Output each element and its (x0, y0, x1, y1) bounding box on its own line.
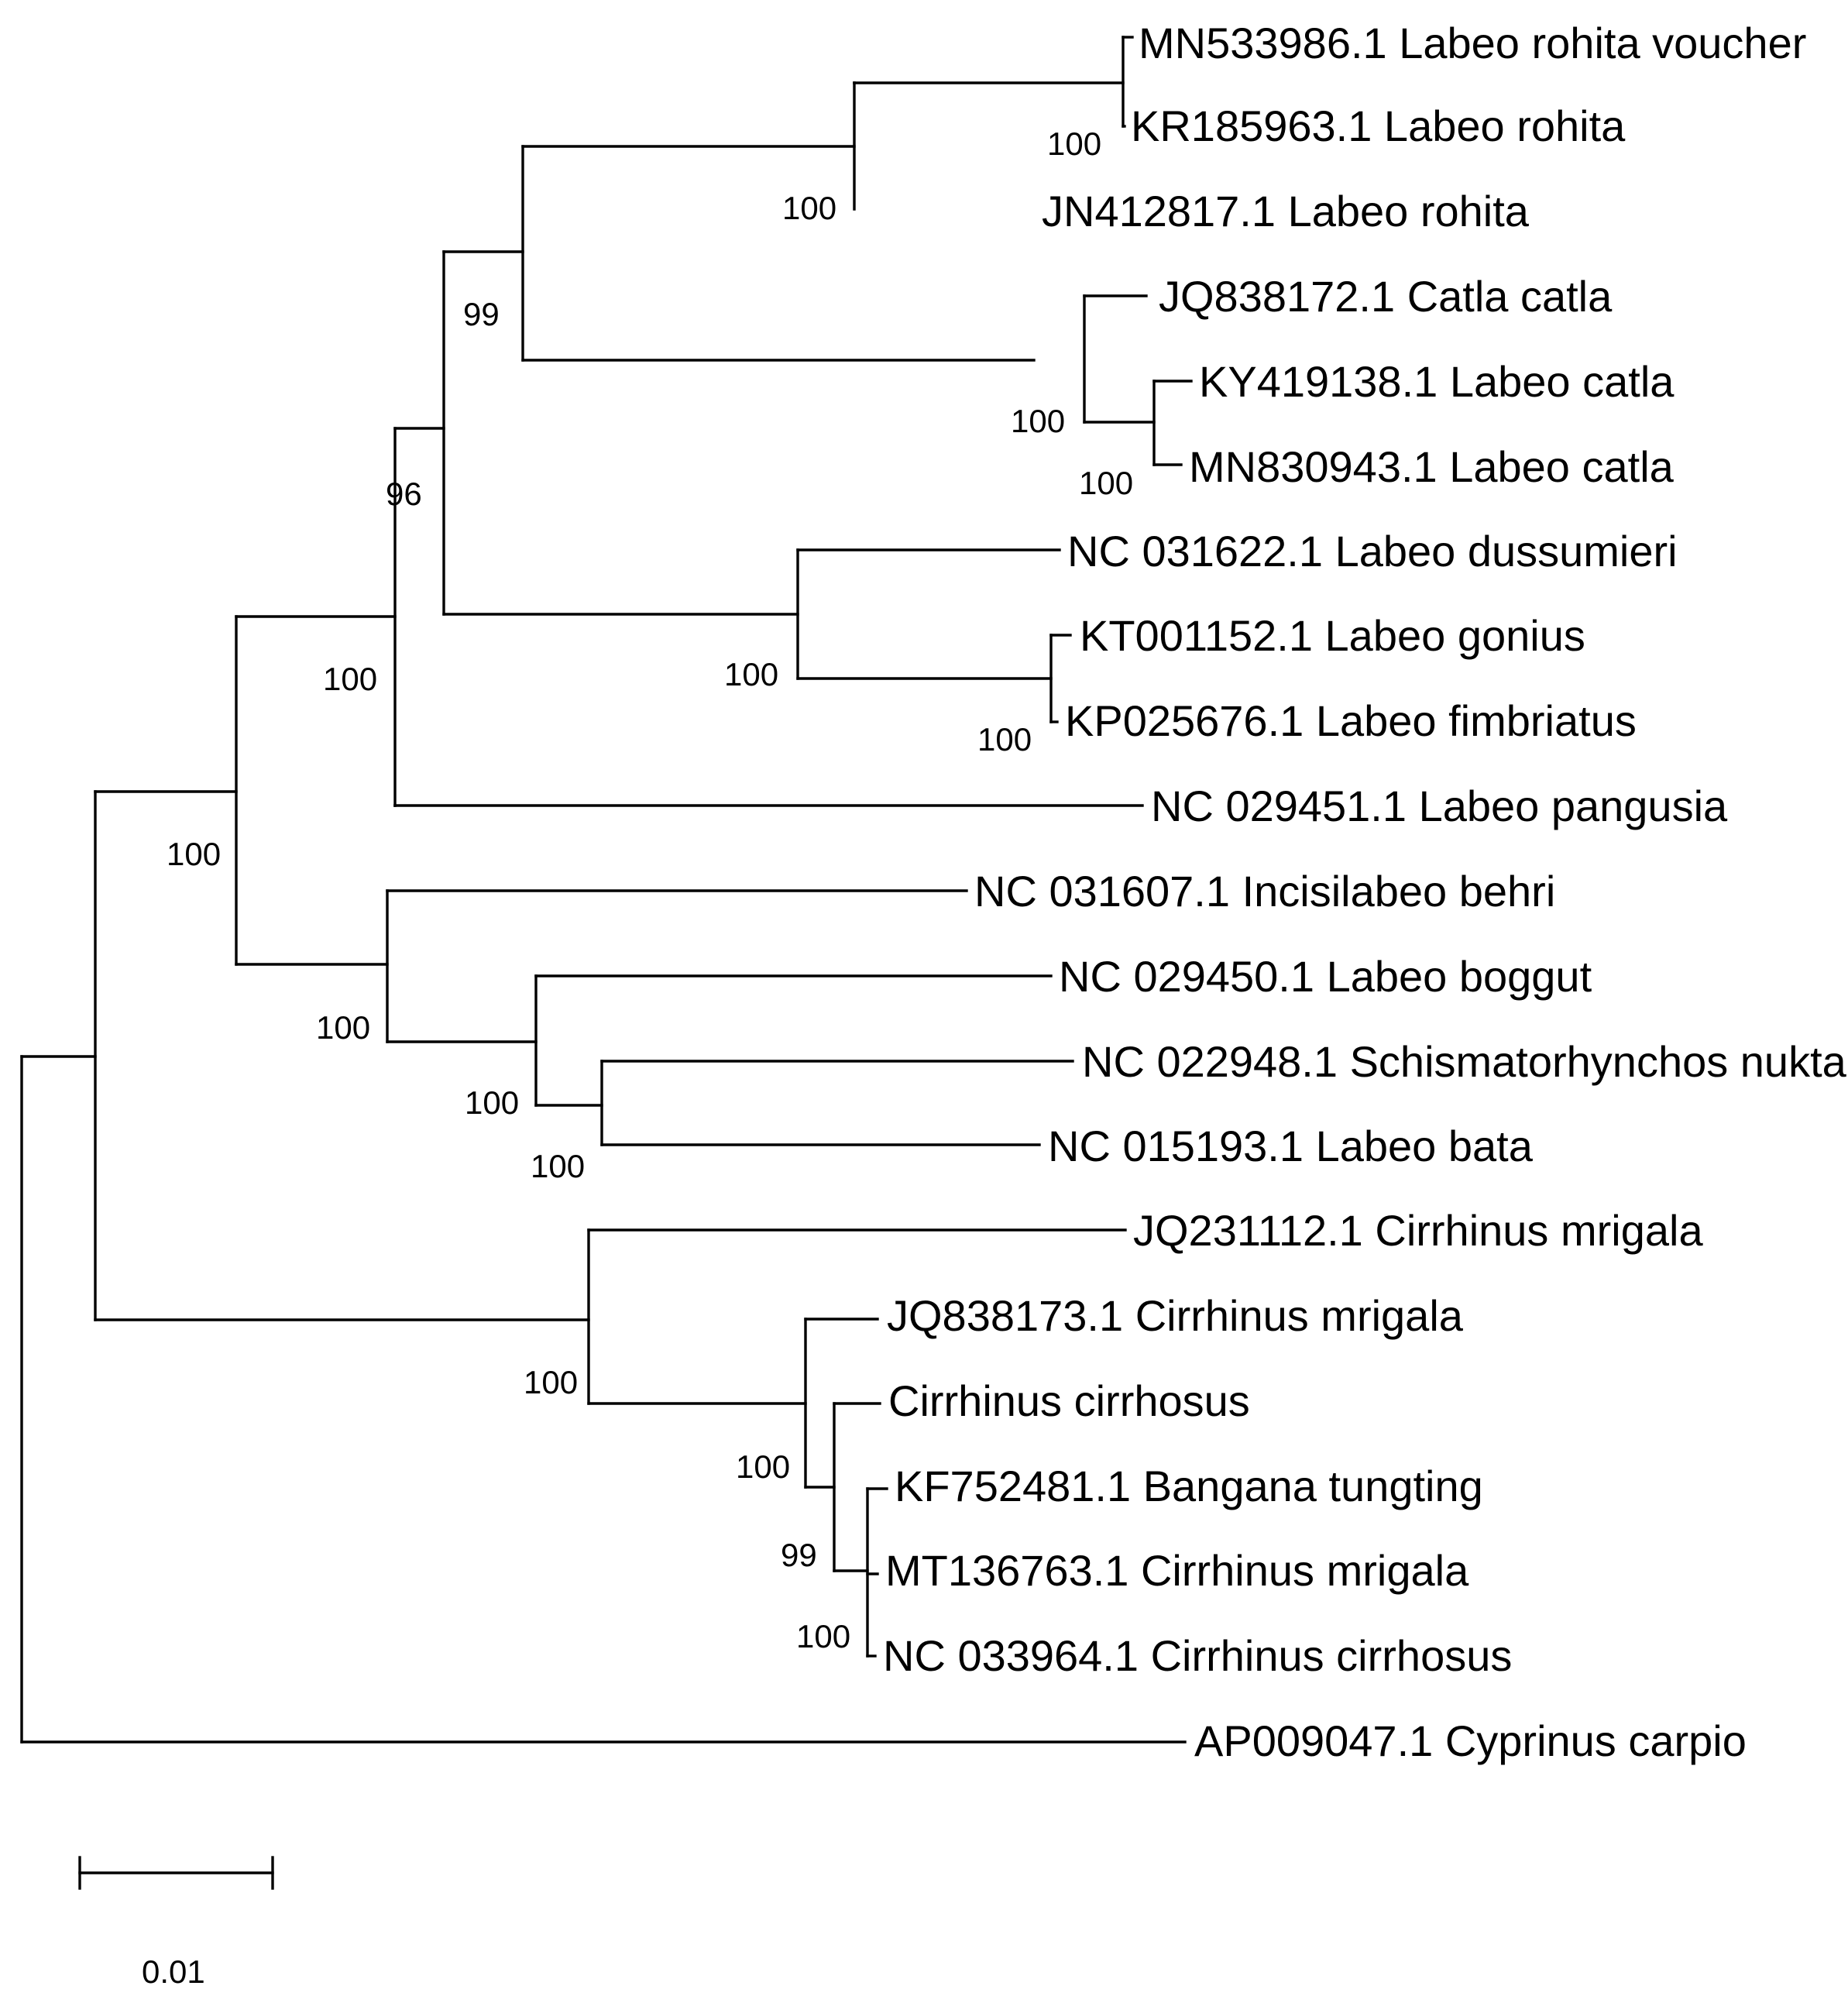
bootstrap-value: 100 (465, 1084, 519, 1121)
bootstrap-value: 100 (736, 1448, 790, 1485)
scale-bar: 0.01 (142, 1953, 205, 1990)
bootstrap-value: 100 (323, 661, 377, 697)
leaf-label: Cirrhinus cirrhosus (888, 1376, 1250, 1425)
leaf-label: AP009047.1 Cyprinus carpio (1194, 1716, 1747, 1765)
leaf-label: NC 031607.1 Incisilabeo behri (974, 867, 1555, 916)
leaf-label: NC 015193.1 Labeo bata (1048, 1122, 1534, 1170)
bootstrap-value: 99 (463, 296, 500, 332)
bootstrap-value: 100 (1079, 465, 1133, 501)
leaf-label: MT136763.1 Cirrhinus mrigala (885, 1546, 1469, 1595)
leaf-label: NC 033964.1 Cirrhinus cirrhosus (883, 1631, 1512, 1680)
bootstrap-value: 100 (977, 721, 1032, 758)
bootstrap-value: 100 (524, 1364, 578, 1400)
bootstrap-value: 96 (386, 476, 422, 512)
bootstrap-value: 100 (1047, 125, 1101, 162)
leaf-label: NC 031622.1 Labeo dussumieri (1067, 527, 1678, 575)
tree-branches (20, 36, 1193, 1890)
bootstrap-value: 100 (796, 1618, 850, 1654)
leaf-label: NC 029451.1 Labeo pangusia (1151, 782, 1728, 830)
bootstrap-values: 100 100 99 100 100 96 100 100 100 100 10… (167, 125, 1133, 1654)
scale-bar-label: 0.01 (142, 1953, 205, 1990)
leaf-label: NC 029450.1 Labeo boggut (1059, 952, 1592, 1001)
leaf-label: NC 022948.1 Schismatorhynchos nukta (1082, 1037, 1847, 1086)
bootstrap-value: 100 (531, 1148, 585, 1184)
leaf-label: MN533986.1 Labeo rohita voucher (1139, 19, 1806, 67)
leaf-label: JQ231112.1 Cirrhinus mrigala (1133, 1206, 1703, 1255)
bootstrap-value: 100 (1011, 403, 1065, 439)
leaf-label: KT001152.1 Labeo gonius (1080, 611, 1585, 660)
leaf-label: JQ838173.1 Cirrhinus mrigala (887, 1291, 1464, 1340)
bootstrap-value: 100 (316, 1009, 370, 1046)
leaf-label: KR185963.1 Labeo rohita (1131, 101, 1626, 150)
leaf-label: KP025676.1 Labeo fimbriatus (1065, 696, 1637, 745)
leaf-labels: MN533986.1 Labeo rohita voucher KR185963… (883, 19, 1847, 1765)
leaf-label: KY419138.1 Labeo catla (1199, 357, 1675, 406)
leaf-label: MN830943.1 Labeo catla (1189, 442, 1675, 491)
leaf-label: JN412817.1 Labeo rohita (1042, 187, 1530, 235)
leaf-label: KF752481.1 Bangana tungting (895, 1462, 1483, 1510)
leaf-label: JQ838172.1 Catla catla (1159, 272, 1613, 321)
bootstrap-value: 100 (782, 190, 836, 226)
bootstrap-value: 100 (724, 656, 778, 692)
bootstrap-value: 100 (167, 836, 221, 872)
bootstrap-value: 99 (781, 1537, 817, 1573)
